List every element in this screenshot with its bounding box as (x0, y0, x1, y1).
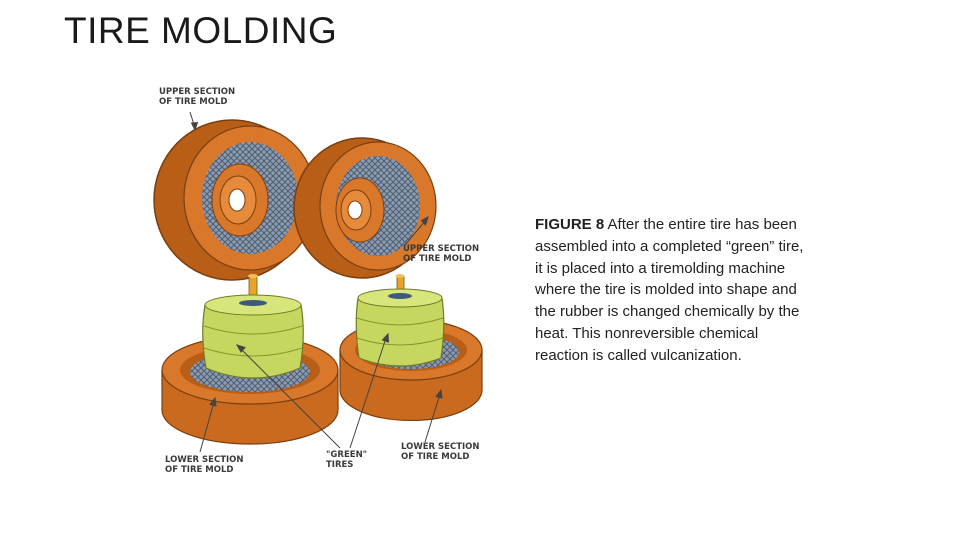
upper-mold-left (153, 119, 317, 281)
slide-title: TIRE MOLDING (64, 10, 338, 51)
green-tire-left (202, 274, 304, 379)
callout-arrows (189, 111, 443, 453)
label-upper-section-right: UPPER SECTION OF TIRE MOLD (403, 244, 480, 264)
figure-caption: FIGURE 8 After the entire tire has been … (535, 214, 815, 367)
label-lower-section-right: LOWER SECTION OF TIRE MOLD (401, 442, 480, 462)
tire-mold-illustration: UPPER SECTION OF TIRE MOLD UPPER SECTION… (150, 80, 500, 490)
label-lower-section-left: LOWER SECTION OF TIRE MOLD (165, 455, 244, 475)
green-tire-right (355, 274, 445, 367)
caption-text: After the entire tire has been assembled… (535, 216, 804, 364)
label-green-tires: "GREEN" TIRES (326, 450, 368, 470)
tire-mold-drawing (153, 111, 483, 453)
upper-mold-right (293, 137, 437, 279)
figure-number: FIGURE 8 (535, 216, 605, 233)
label-upper-section-left: UPPER SECTION OF TIRE MOLD (159, 87, 236, 107)
